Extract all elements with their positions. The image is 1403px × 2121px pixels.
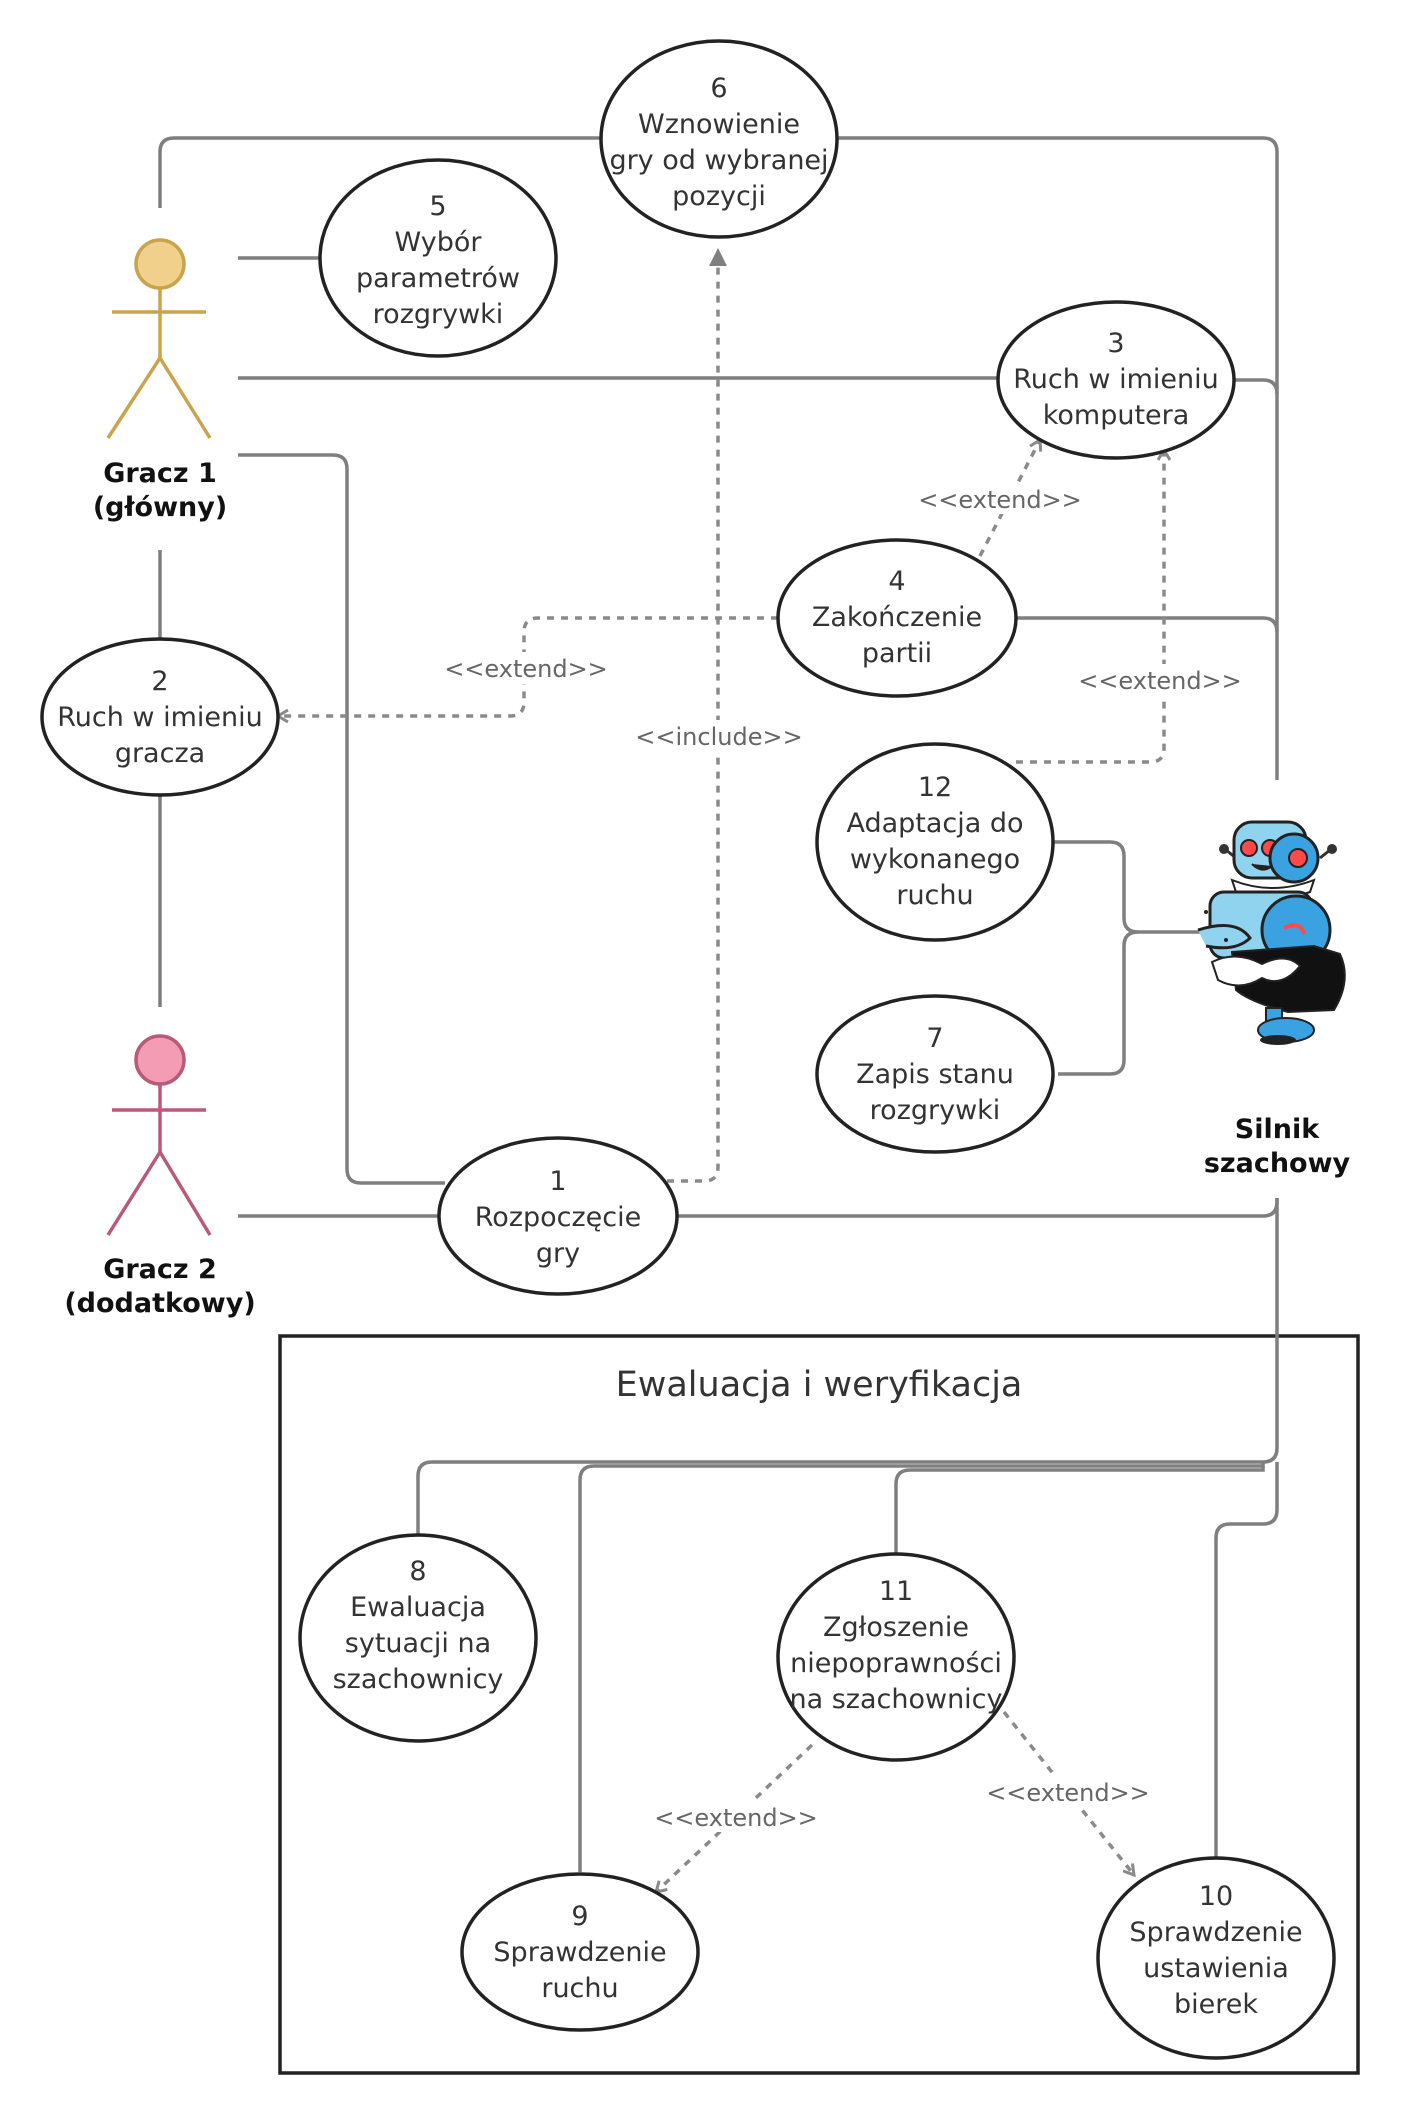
uc10-line3: bierek — [1174, 1989, 1258, 2020]
assoc-p1-uc6 — [158, 136, 600, 208]
uc11-number: 11 — [879, 1576, 913, 1607]
label-extend-4-3: <<extend>> — [918, 486, 1082, 514]
assoc-engine-uc9 — [578, 1462, 1265, 1872]
label-extend-4-2: <<extend>> — [444, 655, 608, 683]
assoc-uc3-engine — [1234, 378, 1279, 395]
uc6-number: 6 — [710, 73, 727, 104]
use-case-8[interactable]: 8 Ewaluacja sytuacji na szachownicy — [298, 1533, 538, 1743]
assoc-engine-uc11 — [894, 1466, 1265, 1554]
assoc-uc4-engine — [1016, 616, 1279, 633]
actor-player1-name: Gracz 1 — [103, 458, 217, 489]
actor-engine[interactable]: Silnik szachowy — [1197, 820, 1351, 1179]
label-extend-11-9: <<extend>> — [654, 1804, 818, 1832]
assoc-engine-uc8 — [416, 1198, 1279, 1535]
uc12-line3: ruchu — [896, 880, 973, 911]
uc3-line2: komputera — [1043, 400, 1190, 431]
uc11-line2: niepoprawności — [790, 1648, 1002, 1679]
label-include-1-6: <<include>> — [635, 723, 802, 751]
uc5-line3: rozgrywki — [373, 299, 504, 330]
assoc-engine-uc10 — [1214, 1462, 1279, 1858]
use-case-7[interactable]: 7 Zapis stanu rozgrywki — [815, 994, 1055, 1154]
use-case-12[interactable]: 12 Adaptacja do wykonanego ruchu — [815, 742, 1055, 942]
uc6-line3: pozycji — [672, 181, 766, 212]
include-uc1-uc6 — [667, 248, 727, 1183]
uc7-line2: rozgrywki — [870, 1095, 1001, 1126]
system-boundary: Ewaluacja i weryfikacja — [278, 1334, 1360, 2075]
uc8-line3: szachownicy — [333, 1664, 504, 1695]
uc9-line2: ruchu — [541, 1973, 618, 2004]
uc2-line2: gracza — [115, 738, 205, 769]
actor-player1[interactable]: Gracz 1 (główny) — [93, 238, 227, 523]
actor-engine-role: szachowy — [1204, 1148, 1351, 1179]
use-case-2[interactable]: 2 Ruch w imieniu gracza — [40, 637, 280, 797]
uc7-line1: Zapis stanu — [856, 1059, 1014, 1090]
use-case-4[interactable]: 4 Zakończenie partii — [776, 538, 1018, 698]
uc12-line1: Adaptacja do — [846, 808, 1023, 839]
uc11-line3: na szachownicy — [789, 1684, 1002, 1715]
assoc-uc12-robot — [1053, 840, 1200, 934]
uc9-number: 9 — [571, 1901, 588, 1932]
uc2-line1: Ruch w imieniu — [57, 702, 263, 733]
use-case-11[interactable]: 11 Zgłoszenie niepoprawności na szachown… — [776, 1552, 1016, 1762]
assoc-p1-uc1 — [238, 453, 445, 1185]
actor-player2-name: Gracz 2 — [103, 1254, 217, 1285]
uc5-number: 5 — [429, 191, 446, 222]
assoc-uc6-engine — [838, 136, 1279, 780]
uc12-number: 12 — [918, 772, 952, 803]
uc11-line1: Zgłoszenie — [823, 1612, 969, 1643]
uc3-line1: Ruch w imieniu — [1013, 364, 1219, 395]
use-case-6[interactable]: 6 Wznowienie gry od wybranej pozycji — [599, 39, 839, 239]
uc1-line2: gry — [536, 1238, 580, 1269]
uc3-number: 3 — [1107, 328, 1124, 359]
uc7-number: 7 — [926, 1023, 943, 1054]
actor-engine-name: Silnik — [1235, 1114, 1320, 1145]
uc4-line1: Zakończenie — [812, 602, 982, 633]
uc10-line1: Sprawdzenie — [1129, 1917, 1302, 1948]
extend-uc12-uc3 — [1016, 450, 1164, 764]
boundary-title: Ewaluacja i weryfikacja — [616, 1365, 1023, 1405]
use-case-1[interactable]: 1 Rozpoczęcie gry — [437, 1136, 679, 1296]
use-case-9[interactable]: 9 Sprawdzenie ruchu — [460, 1872, 700, 2032]
uc1-line1: Rozpoczęcie — [475, 1202, 641, 1233]
stick-figure-icon — [106, 1034, 212, 1236]
relation-labels: <<extend>> <<extend>> <<extend>> <<inclu… — [444, 482, 1242, 1832]
actor-player2-role: (dodatkowy) — [64, 1288, 255, 1319]
assoc-uc7-robot — [1058, 930, 1139, 1076]
uc1-number: 1 — [549, 1166, 566, 1197]
uc2-number: 2 — [151, 666, 168, 697]
use-case-5[interactable]: 5 Wybór parametrów rozgrywki — [318, 158, 558, 358]
actor-player2[interactable]: Gracz 2 (dodatkowy) — [64, 1034, 256, 1319]
uc4-line2: partii — [862, 638, 932, 669]
uc5-line1: Wybór — [395, 227, 483, 258]
label-extend-11-10: <<extend>> — [986, 1779, 1150, 1807]
uc5-line2: parametrów — [356, 263, 520, 294]
use-case-3[interactable]: 3 Ruch w imieniu komputera — [996, 300, 1236, 460]
actor-player1-role: (główny) — [93, 492, 227, 523]
label-extend-12-3: <<extend>> — [1078, 667, 1242, 695]
uc4-number: 4 — [888, 566, 905, 597]
uc8-line2: sytuacji na — [345, 1628, 491, 1659]
assoc-uc1-engine — [677, 1198, 1279, 1218]
associations — [158, 136, 1279, 1872]
robot-icon — [1197, 820, 1346, 1045]
stick-figure-icon — [106, 238, 212, 439]
uc8-line1: Ewaluacja — [350, 1592, 486, 1623]
uc6-line1: Wznowienie — [638, 109, 800, 140]
uc9-line1: Sprawdzenie — [493, 1937, 666, 1968]
uc8-number: 8 — [409, 1556, 426, 1587]
uc6-line2: gry od wybranej — [609, 145, 828, 176]
uc10-number: 10 — [1199, 1881, 1233, 1912]
use-case-10[interactable]: 10 Sprawdzenie ustawienia bierek — [1096, 1856, 1336, 2060]
uc10-line2: ustawienia — [1143, 1953, 1289, 1984]
uc12-line2: wykonanego — [850, 844, 1020, 875]
